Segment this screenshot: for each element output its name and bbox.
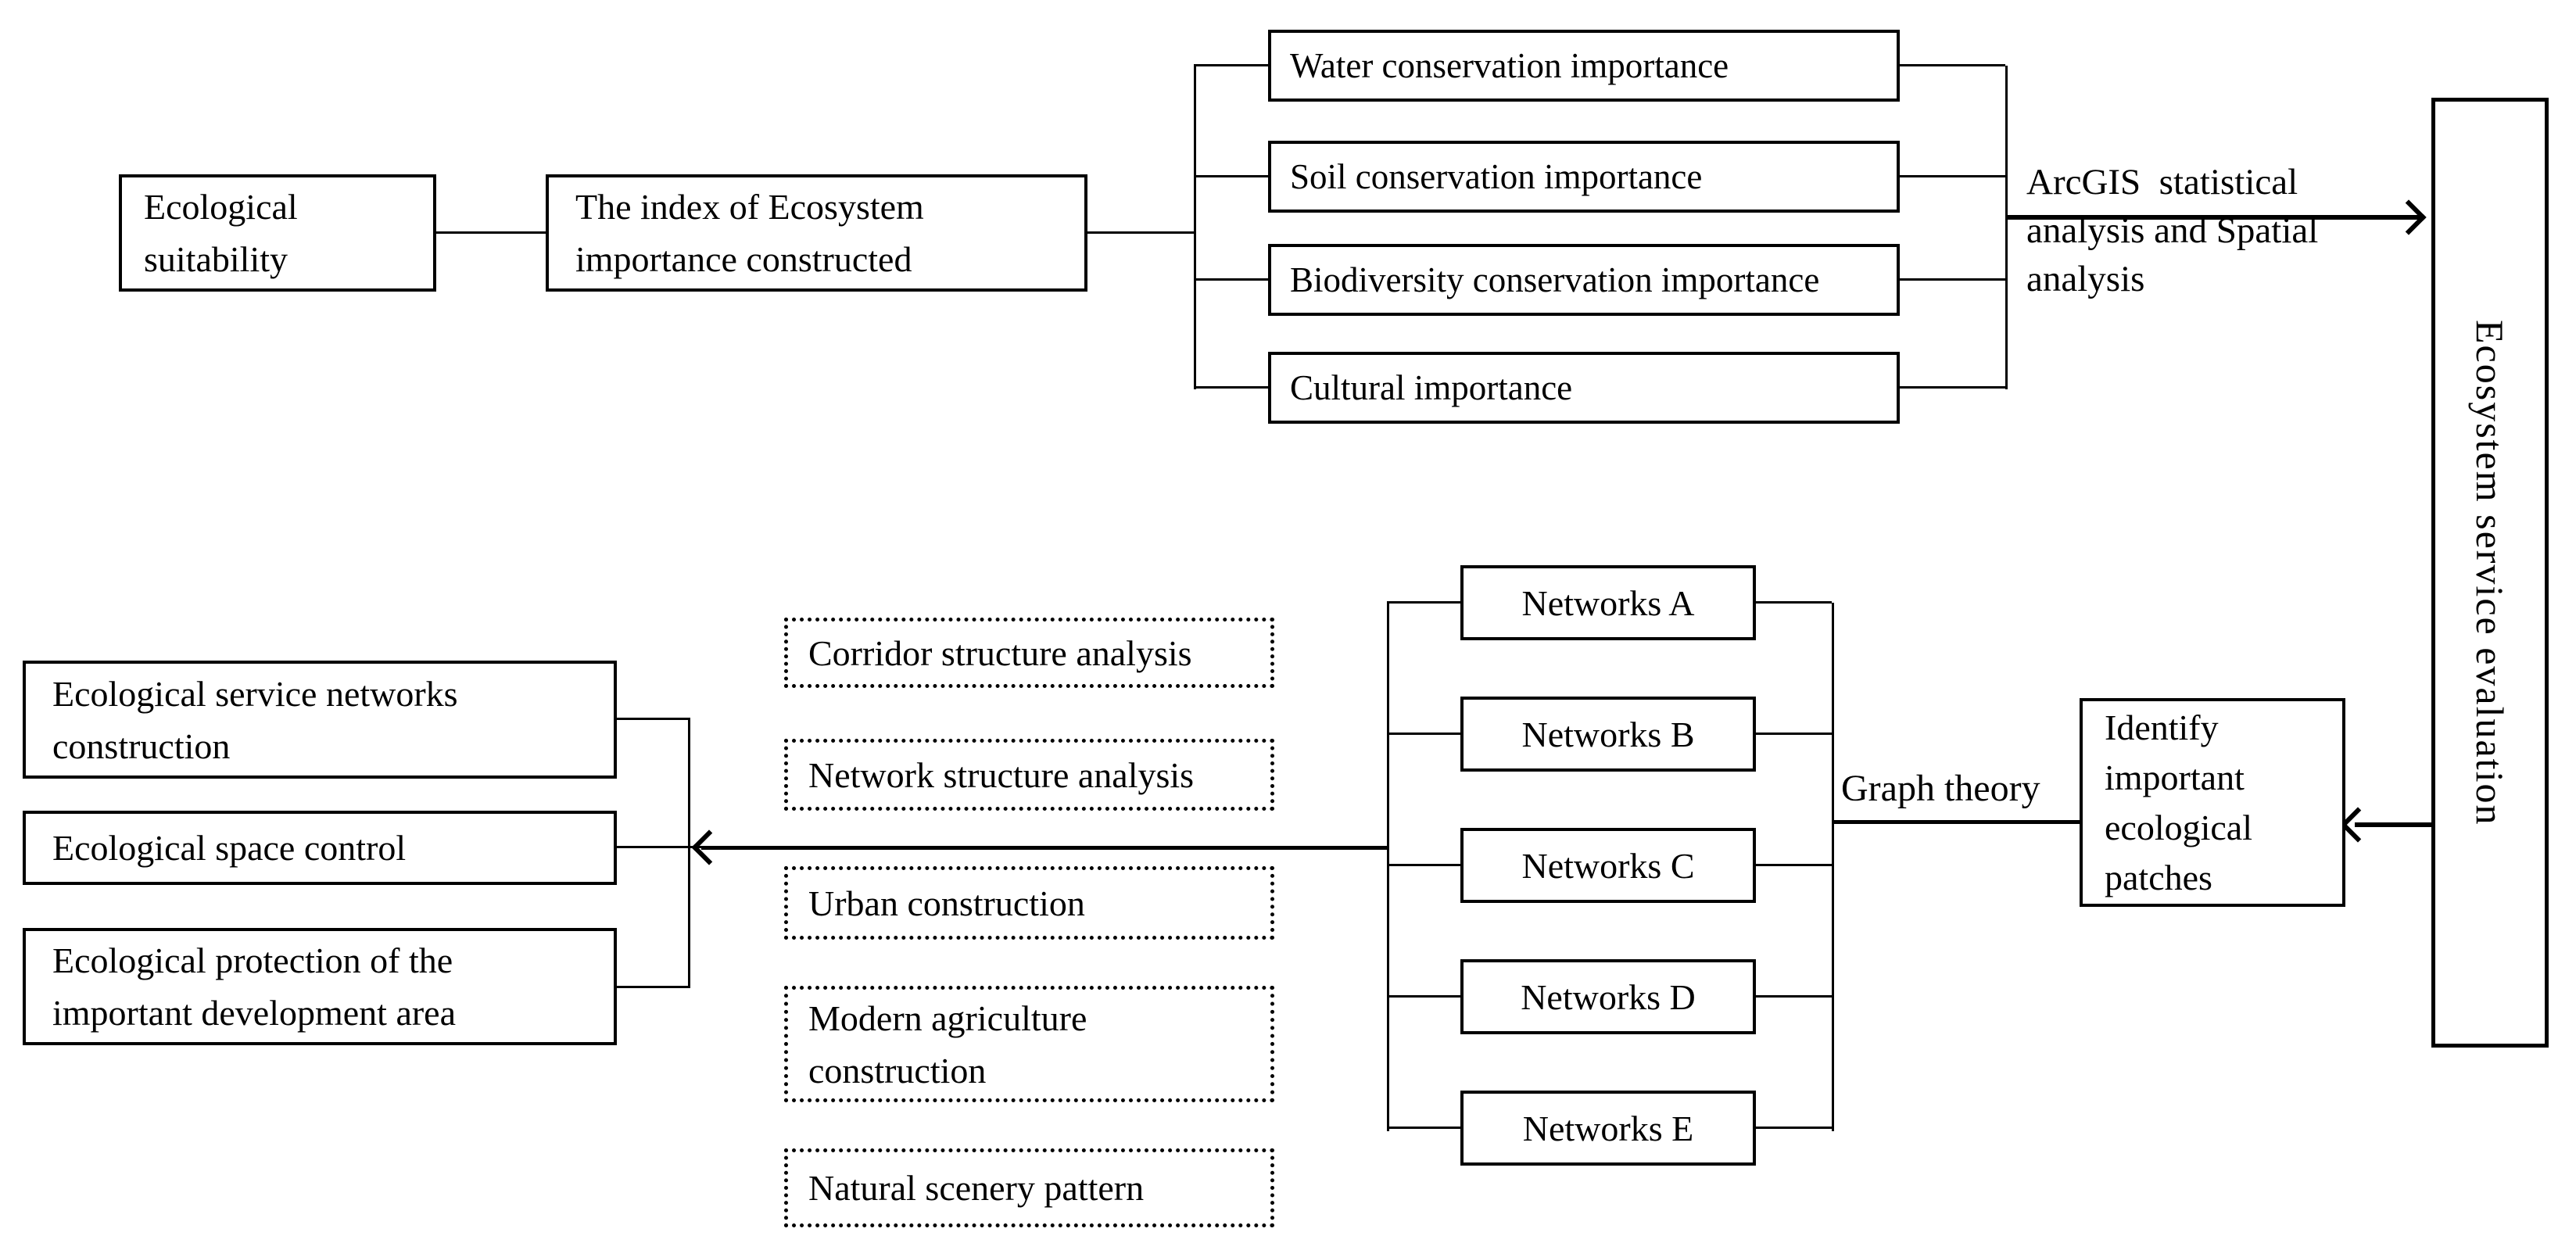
box-networks-c-label: Networks C	[1521, 845, 1695, 886]
box-water-conservation-importance-label: Water conservation importance	[1290, 45, 1729, 85]
stub-importance-1-left	[1194, 64, 1268, 66]
stub-importance-3-right	[1900, 278, 2005, 281]
box-identify-important-ecological-patches-label: Identify important ecological patches	[2105, 707, 2253, 897]
stub-network-a-left	[1387, 601, 1460, 604]
box-ecological-space-control: Ecological space control	[23, 811, 617, 885]
stub-network-b-left	[1387, 733, 1460, 735]
box-modern-agriculture-construction: Modern agriculture construction	[784, 986, 1274, 1102]
bracket-networks-right	[1832, 603, 1834, 1131]
arrow-evaluation-to-identify-line	[2355, 822, 2431, 827]
box-networks-a-label: Networks A	[1521, 582, 1695, 623]
box-networks-a: Networks A	[1460, 565, 1756, 640]
bracket-outcomes	[688, 718, 690, 988]
connector-networks-to-identify	[1832, 820, 2080, 824]
stub-importance-4-left	[1194, 386, 1268, 389]
stub-importance-2-left	[1194, 175, 1268, 177]
stub-importance-3-left	[1194, 278, 1268, 281]
arcgis-analysis-label: ArcGIS statistical analysis and Spatial …	[2026, 162, 2319, 299]
box-networks-c: Networks C	[1460, 828, 1756, 903]
box-cultural-importance-label: Cultural importance	[1290, 367, 1573, 407]
stub-network-e-left	[1387, 1127, 1460, 1129]
box-ecological-suitability-label: Ecological suitability	[144, 187, 298, 279]
arrow-arcgis-line	[2005, 215, 2424, 220]
box-networks-e-label: Networks E	[1522, 1108, 1694, 1148]
stub-outcome-1	[617, 718, 688, 720]
panel-ecosystem-service-evaluation: Ecosystem service evaluation	[2431, 98, 2549, 1048]
box-soil-conservation-importance: Soil conservation importance	[1268, 141, 1900, 213]
stub-network-e-right	[1756, 1127, 1832, 1129]
box-natural-scenery-pattern: Natural scenery pattern	[784, 1148, 1274, 1227]
box-soil-conservation-importance-label: Soil conservation importance	[1290, 156, 1703, 196]
box-water-conservation-importance: Water conservation importance	[1268, 30, 1900, 102]
box-urban-construction-label: Urban construction	[808, 883, 1085, 923]
box-ecological-service-networks-construction-label: Ecological service networks construction	[52, 673, 458, 766]
bracket-networks-left	[1387, 603, 1389, 1131]
arrow-networks-to-outcomes-line	[701, 846, 1387, 850]
box-ecological-protection-important-development-area: Ecological protection of the important d…	[23, 928, 617, 1045]
box-index-ecosystem-importance: The index of Ecosystem importance constr…	[546, 174, 1087, 292]
panel-ecosystem-service-evaluation-label: Ecosystem service evaluation	[2468, 319, 2512, 826]
box-natural-scenery-pattern-label: Natural scenery pattern	[808, 1168, 1145, 1208]
stub-outcome-2	[617, 846, 701, 848]
box-biodiversity-conservation-importance-label: Biodiversity conservation importance	[1290, 260, 1820, 299]
box-network-structure-analysis-label: Network structure analysis	[808, 754, 1195, 795]
box-ecological-service-networks-construction: Ecological service networks construction	[23, 661, 617, 779]
box-networks-b-label: Networks B	[1521, 714, 1695, 754]
box-network-structure-analysis: Network structure analysis	[784, 739, 1274, 811]
stub-importance-4-right	[1900, 386, 2005, 389]
box-ecological-space-control-label: Ecological space control	[52, 828, 407, 868]
stub-network-a-right	[1756, 601, 1832, 604]
box-networks-e: Networks E	[1460, 1091, 1756, 1166]
box-identify-important-ecological-patches: Identify important ecological patches	[2080, 698, 2345, 907]
box-biodiversity-conservation-importance: Biodiversity conservation importance	[1268, 244, 1900, 316]
stub-network-d-left	[1387, 995, 1460, 998]
box-networks-d: Networks D	[1460, 959, 1756, 1034]
box-modern-agriculture-construction-label: Modern agriculture construction	[808, 998, 1087, 1091]
stub-network-b-right	[1756, 733, 1832, 735]
connector-index-to-bracket	[1087, 231, 1194, 234]
box-ecological-protection-important-development-area-label: Ecological protection of the important d…	[52, 940, 457, 1033]
stub-outcome-3	[617, 986, 688, 988]
box-urban-construction: Urban construction	[784, 866, 1274, 940]
box-ecological-suitability: Ecological suitability	[119, 174, 436, 292]
box-corridor-structure-analysis-label: Corridor structure analysis	[808, 632, 1192, 673]
stub-importance-1-right	[1900, 64, 2005, 66]
box-corridor-structure-analysis: Corridor structure analysis	[784, 618, 1274, 688]
stub-network-d-right	[1756, 995, 1832, 998]
bracket-importance-left	[1194, 66, 1196, 389]
box-networks-b: Networks B	[1460, 697, 1756, 772]
stub-network-c-right	[1756, 864, 1832, 866]
graph-theory-label: Graph theory	[1841, 768, 2040, 809]
arrow-evaluation-to-identify-head-icon	[2340, 807, 2376, 843]
stub-importance-2-right	[1900, 175, 2005, 177]
connector-suitability-to-index	[436, 231, 546, 234]
box-cultural-importance: Cultural importance	[1268, 352, 1900, 424]
bracket-importance-right	[2005, 66, 2008, 389]
stub-network-c-left	[1387, 864, 1460, 866]
box-networks-d-label: Networks D	[1521, 976, 1696, 1017]
box-index-ecosystem-importance-label: The index of Ecosystem importance constr…	[575, 187, 924, 279]
